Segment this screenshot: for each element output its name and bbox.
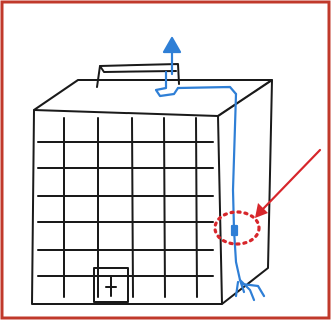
building-side-face	[218, 80, 272, 304]
pointer-arrow-icon	[255, 150, 320, 218]
